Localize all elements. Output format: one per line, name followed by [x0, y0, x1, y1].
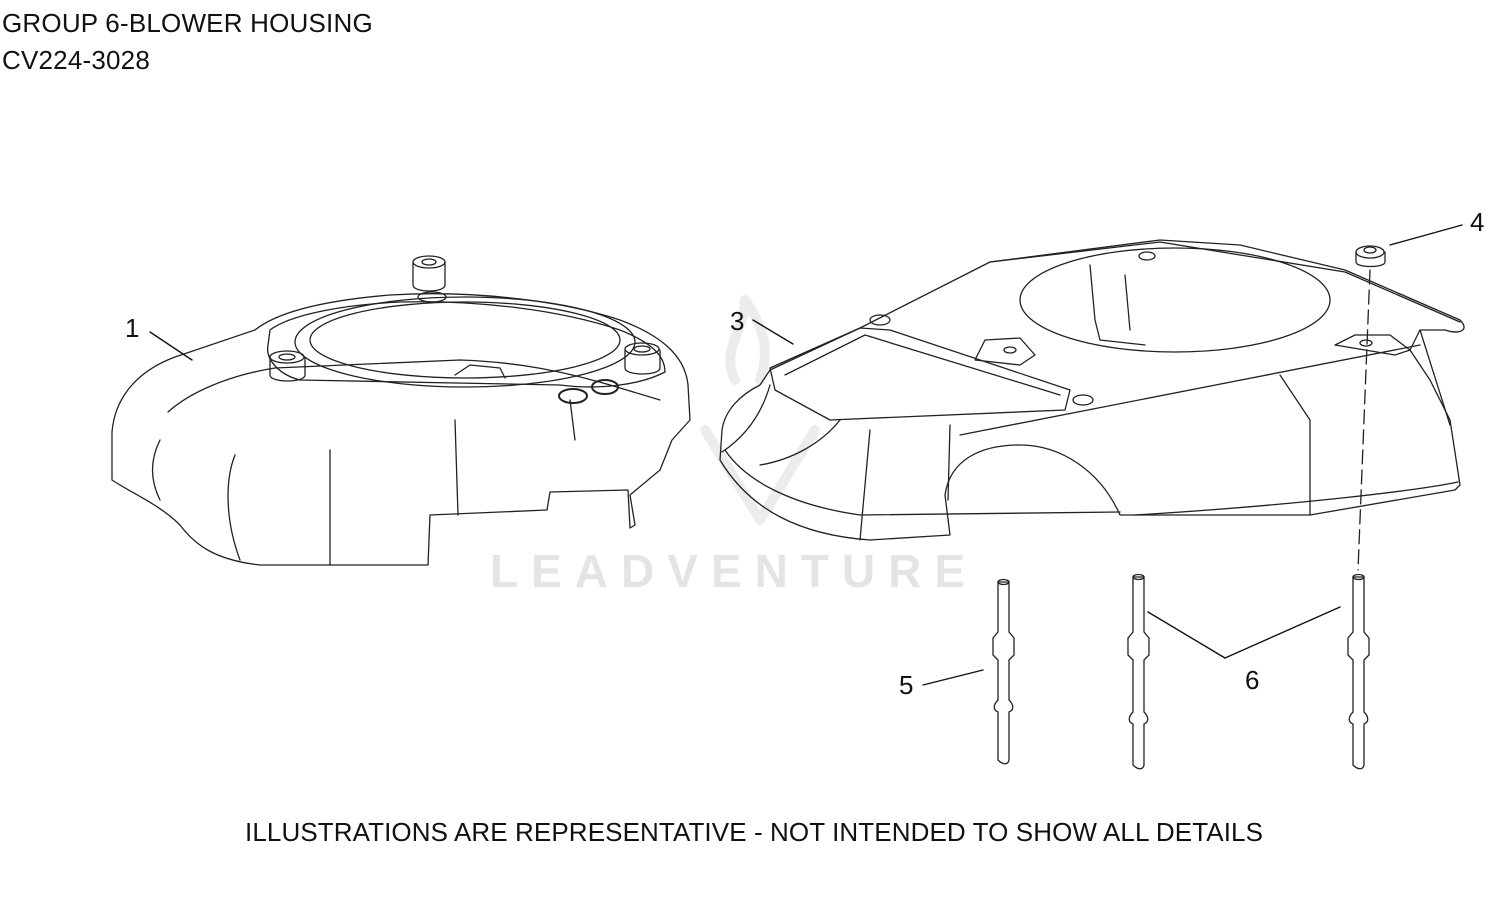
- leader-line-4: [1389, 224, 1463, 246]
- watermark-text: LEADVENTURE: [490, 545, 979, 597]
- callout-label-4: 4: [1470, 207, 1484, 237]
- hex-screw-part-4[interactable]: [1355, 245, 1386, 268]
- stud-part-6b[interactable]: [1347, 573, 1370, 770]
- leader-line-5: [922, 669, 984, 686]
- leader-line-1: [149, 331, 193, 361]
- blower-housing-part-3[interactable]: [719, 239, 1465, 541]
- watermark-emblem: [700, 295, 820, 525]
- model-number: CV224-3028: [2, 45, 150, 75]
- blower-housing-part-1[interactable]: [111, 255, 691, 566]
- callout-label-5: 5: [899, 670, 913, 700]
- callout-label-3: 3: [730, 306, 744, 336]
- diagram-title: GROUP 6-BLOWER HOUSING: [2, 8, 373, 38]
- callout-label-1: 1: [125, 313, 139, 343]
- leader-line-6b: [1224, 606, 1341, 659]
- leader-line-3: [752, 319, 794, 345]
- stud-part-5[interactable]: [992, 578, 1015, 765]
- leader-line-6a: [1147, 611, 1226, 659]
- disclaimer-text: ILLUSTRATIONS ARE REPRESENTATIVE - NOT I…: [245, 817, 1264, 847]
- stud-part-6a[interactable]: [1127, 573, 1150, 770]
- callout-label-6: 6: [1245, 665, 1259, 695]
- assembly-line: [1357, 269, 1371, 571]
